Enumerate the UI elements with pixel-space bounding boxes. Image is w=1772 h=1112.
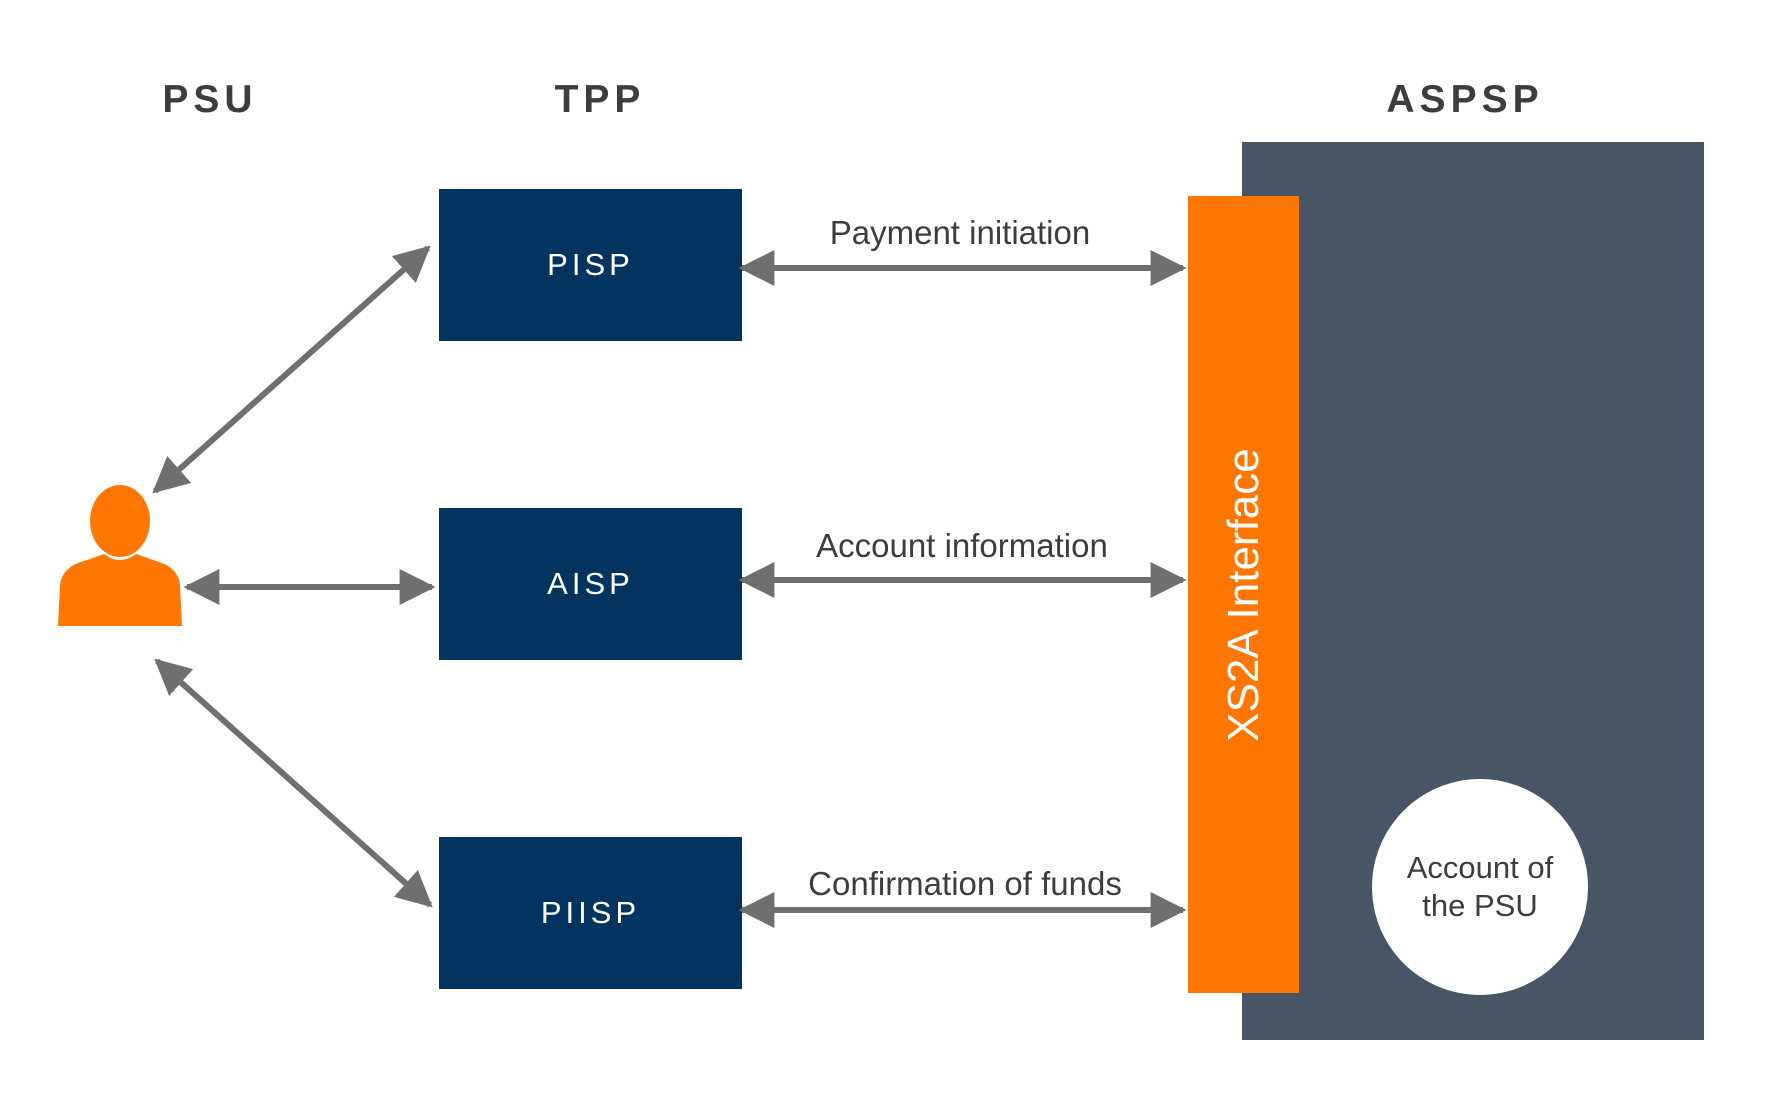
tpp-header: TPP bbox=[554, 78, 646, 121]
xs2a-interface: XS2A Interface bbox=[1188, 196, 1299, 993]
pisp-box: PISP bbox=[439, 189, 742, 341]
psu-header: PSU bbox=[162, 78, 258, 121]
psu-account-circle: Account of the PSU bbox=[1372, 779, 1588, 995]
psu-pisp-arrow bbox=[152, 245, 431, 494]
payment-initiation-label: Payment initiation bbox=[829, 214, 1091, 251]
aisp-box: AISP bbox=[439, 508, 742, 660]
account-information-label: Account information bbox=[816, 527, 1108, 564]
psu-account-label-line1: Account of bbox=[1406, 850, 1554, 885]
aspsp-header: ASPSP bbox=[1386, 78, 1544, 121]
piisp-box: PIISP bbox=[439, 837, 742, 989]
psu-piisp-arrow bbox=[154, 658, 433, 908]
user-icon bbox=[58, 485, 182, 626]
psu-account-label-line2: the PSU bbox=[1422, 888, 1538, 923]
